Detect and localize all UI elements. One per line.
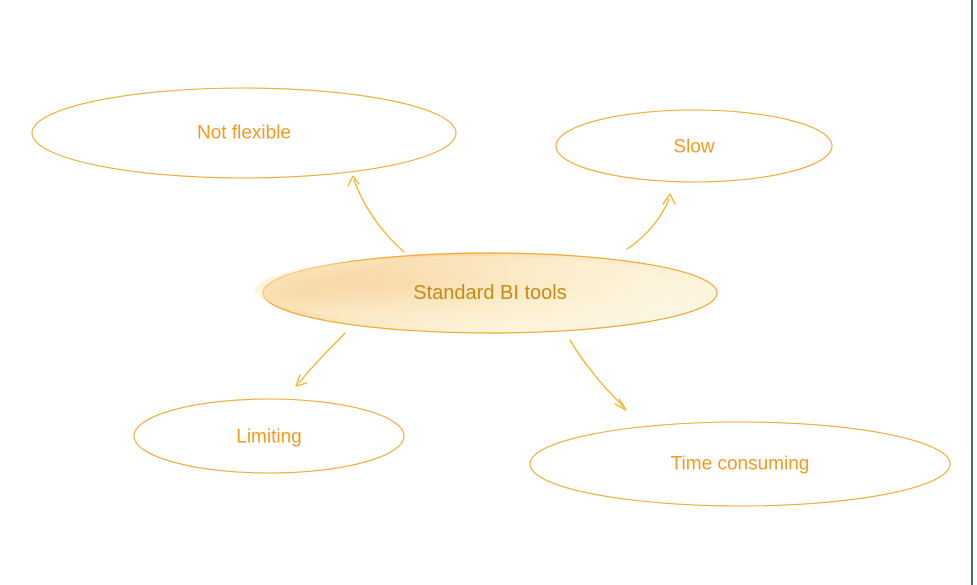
node-time-consuming[interactable]: Time consuming <box>529 421 951 507</box>
arrow-center-to-slow <box>626 193 676 250</box>
node-limiting-label: Limiting <box>236 427 301 448</box>
arrow-center-to-not-flexible <box>347 175 405 253</box>
node-limiting[interactable]: Limiting <box>133 398 405 474</box>
right-edge-rule <box>971 0 973 585</box>
node-standard-bi-tools[interactable]: Standard BI tools <box>255 252 718 334</box>
arrow-center-to-time-consuming <box>569 339 627 411</box>
node-standard-bi-tools-glow <box>255 256 685 324</box>
node-slow[interactable]: Slow <box>555 109 833 183</box>
arrow-center-to-limiting <box>295 332 346 387</box>
node-standard-bi-tools-label: Standard BI tools <box>413 282 566 304</box>
node-slow-ellipse <box>555 109 833 183</box>
node-not-flexible-ellipse <box>31 87 457 179</box>
node-limiting-ellipse <box>133 398 405 474</box>
node-time-consuming-ellipse <box>529 421 951 507</box>
node-not-flexible-label: Not flexible <box>197 123 291 144</box>
node-time-consuming-label: Time consuming <box>671 454 810 475</box>
node-slow-label: Slow <box>673 137 714 158</box>
node-not-flexible[interactable]: Not flexible <box>31 87 457 179</box>
